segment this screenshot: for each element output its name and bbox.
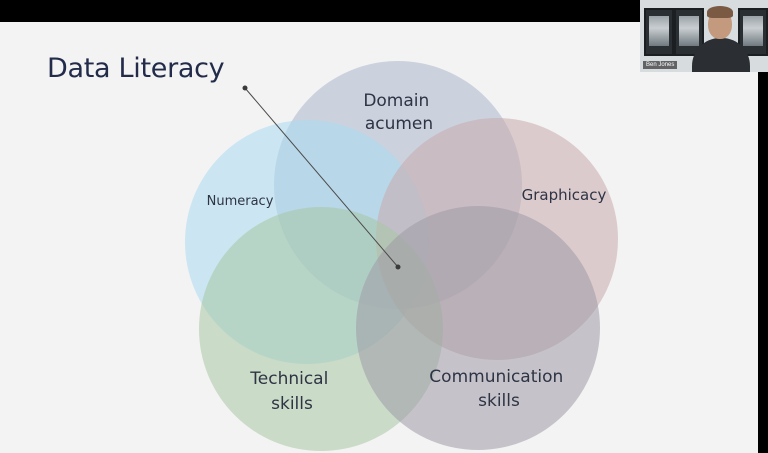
slide-title: Data Literacy bbox=[47, 53, 225, 84]
slide: Data Literacy Domain acumen Numeracy Gra… bbox=[0, 22, 758, 453]
label-graphicacy: Graphicacy bbox=[522, 186, 607, 204]
label-communication: Communication skills bbox=[429, 367, 568, 411]
speaker-name-tag: Ben Jones bbox=[643, 61, 678, 69]
venn-circles bbox=[185, 61, 618, 451]
venn-circle-communication bbox=[356, 206, 600, 450]
label-technical: Technical skills bbox=[249, 369, 333, 414]
speaker-video-thumbnail[interactable]: Ben Jones bbox=[640, 0, 768, 72]
venn-labels: Domain acumen Numeracy Graphicacy Techni… bbox=[207, 91, 607, 414]
speaker-hair bbox=[707, 6, 733, 18]
label-numeracy: Numeracy bbox=[207, 194, 274, 209]
venn-diagram: Domain acumen Numeracy Graphicacy Techni… bbox=[185, 61, 618, 451]
pointer-line bbox=[242, 85, 401, 270]
top-bar bbox=[0, 0, 768, 22]
wall-picture-frame bbox=[644, 8, 674, 56]
label-domain: Domain acumen bbox=[363, 91, 434, 134]
